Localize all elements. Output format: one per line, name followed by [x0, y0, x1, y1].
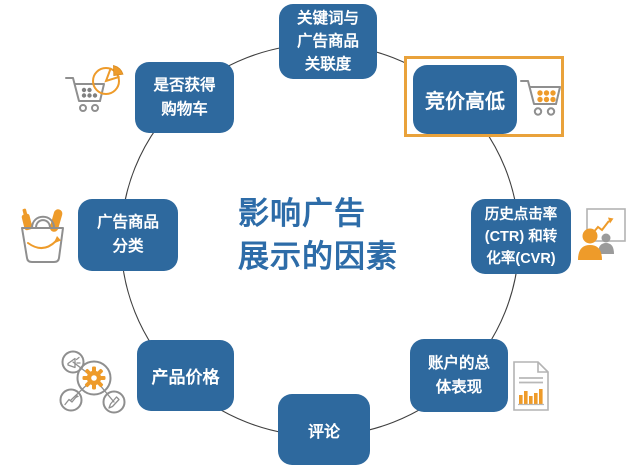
factor-label: 账户的总 体表现	[427, 354, 490, 396]
factor-label: 评论	[307, 423, 340, 441]
pencil-circle	[102, 390, 126, 414]
diagram-title: 影响广告 展示的因素	[238, 196, 398, 274]
shopping-cart-with-pie-chart-icon	[65, 64, 124, 112]
factor-box-buy-box: 是否获得 购物车	[135, 62, 234, 133]
factor-box-keyword-relevance: 关键词与 广告商品 关联度	[279, 4, 377, 79]
bar-chart-report-document-icon	[513, 361, 549, 411]
factor-box-ctr-cvr: 历史点击率 (CTR) 和转 化率(CVR)	[471, 199, 571, 274]
line-chart-circle	[59, 388, 83, 412]
factor-label: 历史点击率 (CTR) 和转 化率(CVR)	[484, 206, 558, 267]
factor-box-bid-level: 竞价高低	[413, 65, 517, 134]
gear-network-icon	[59, 350, 126, 414]
factor-label: 关键词与 广告商品 关联度	[296, 10, 359, 73]
factor-label: 竞价高低	[425, 91, 505, 113]
gear-icon	[82, 366, 106, 390]
factor-label: 是否获得 购物车	[153, 76, 216, 118]
amazon-shopping-bag-icon	[21, 208, 64, 263]
shopping-cart-with-items-icon	[520, 80, 561, 116]
factor-box-account-performance: 账户的总 体表现	[410, 339, 508, 412]
people-presentation-chart-icon	[578, 208, 626, 260]
bid-highlight-frame: 竞价高低	[404, 56, 564, 137]
factor-box-product-price: 产品价格	[137, 340, 234, 411]
megaphone-circle	[61, 350, 85, 374]
factor-box-reviews: 评论	[278, 394, 370, 465]
factor-box-product-category: 广告商品 分类	[78, 199, 178, 271]
factor-label: 产品价格	[151, 368, 220, 387]
factor-label: 广告商品 分类	[96, 214, 159, 255]
